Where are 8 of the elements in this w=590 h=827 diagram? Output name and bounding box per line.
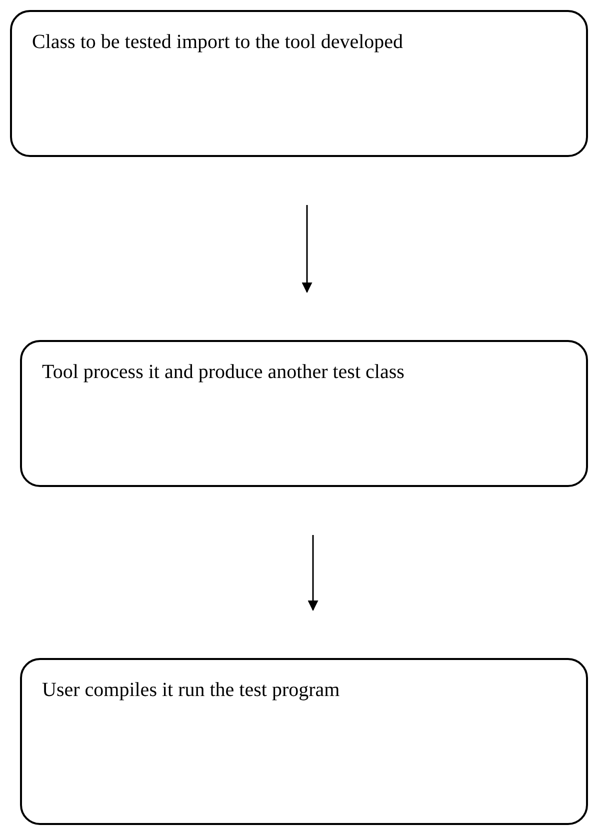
arrow	[308, 535, 318, 612]
process-box	[10, 10, 588, 157]
process-box	[20, 340, 588, 487]
box-text: Tool process it and produce another test class	[42, 360, 406, 385]
box-text: User compiles it run the test program	[42, 678, 341, 703]
arrow	[302, 205, 312, 294]
process-box	[20, 658, 588, 825]
box-text: Class to be tested import to the tool developed	[32, 30, 404, 55]
